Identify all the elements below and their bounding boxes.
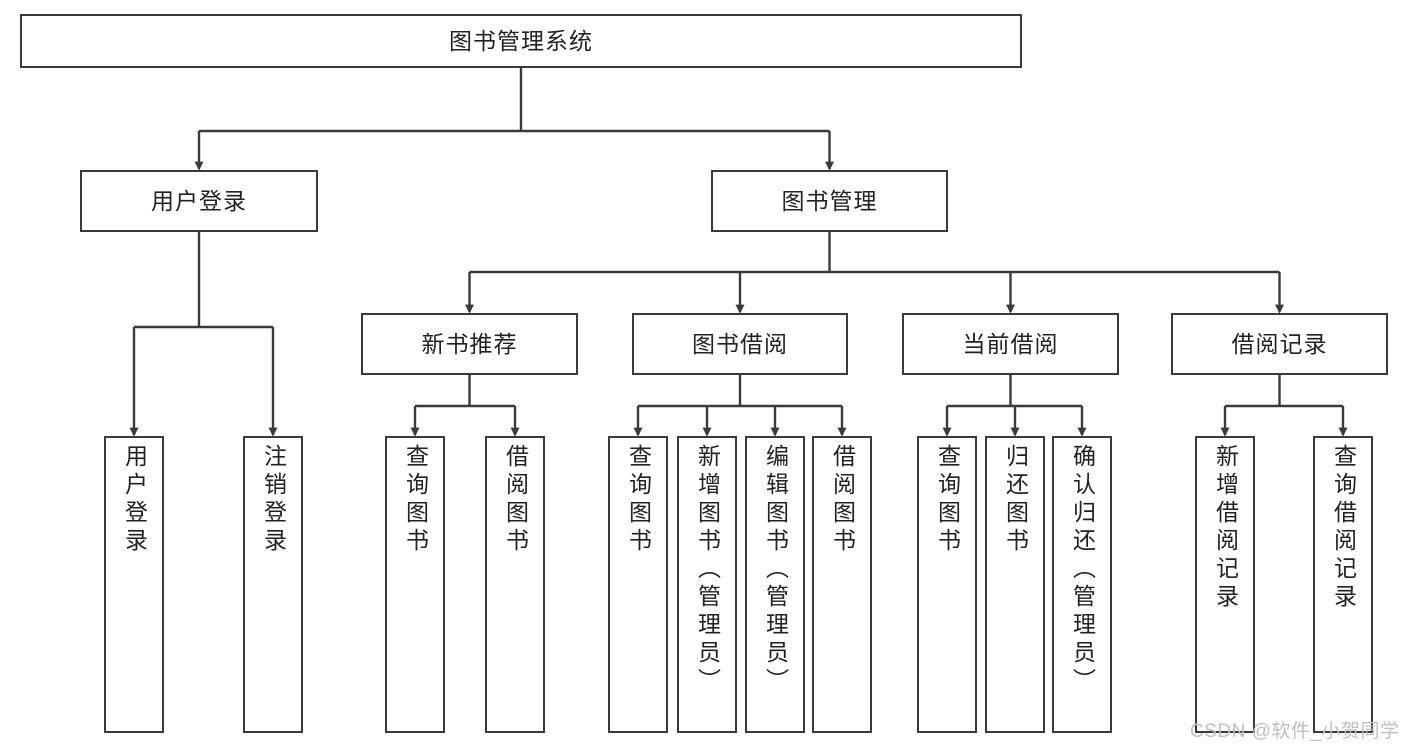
node-new-book-rec: 新书推荐 bbox=[361, 313, 578, 375]
node-label-leaf-br-add: 新增借阅记录 bbox=[1212, 444, 1239, 612]
node-label-user-login: 用户登录 bbox=[151, 187, 247, 214]
node-borrow-record: 借阅记录 bbox=[1171, 313, 1388, 375]
node-label-leaf-cb-query: 查询图书 bbox=[934, 444, 961, 556]
node-label-leaf-bb-add: 新增图书（管理员） bbox=[694, 444, 721, 696]
node-leaf-cb-return: 归还图书 bbox=[985, 436, 1045, 733]
node-label-leaf-cb-confirm: 确认归还（管理员） bbox=[1069, 444, 1096, 696]
node-leaf-user-logout: 注销登录 bbox=[243, 436, 303, 733]
node-label-leaf-rec-borrow: 借阅图书 bbox=[502, 444, 529, 556]
node-leaf-bb-borrow: 借阅图书 bbox=[812, 436, 872, 733]
node-leaf-rec-borrow: 借阅图书 bbox=[485, 436, 545, 733]
node-leaf-bb-query: 查询图书 bbox=[608, 436, 668, 733]
node-label-leaf-br-query: 查询借阅记录 bbox=[1330, 444, 1357, 612]
csdn-watermark: CSDN @软件_小贺同学 bbox=[1190, 721, 1400, 742]
node-current-borrow: 当前借阅 bbox=[902, 313, 1119, 375]
node-label-borrow-record: 借阅记录 bbox=[1231, 330, 1328, 357]
node-leaf-br-add: 新增借阅记录 bbox=[1195, 436, 1255, 733]
node-label-leaf-bb-borrow: 借阅图书 bbox=[829, 444, 856, 556]
node-label-current-borrow: 当前借阅 bbox=[962, 330, 1059, 357]
node-label-leaf-bb-edit: 编辑图书（管理员） bbox=[762, 444, 789, 696]
node-leaf-br-query: 查询借阅记录 bbox=[1313, 436, 1373, 733]
node-leaf-bb-edit: 编辑图书（管理员） bbox=[745, 436, 805, 733]
node-leaf-bb-add: 新增图书（管理员） bbox=[677, 436, 737, 733]
node-book-manage: 图书管理 bbox=[711, 170, 948, 232]
connector-lines bbox=[129, 68, 1348, 437]
node-leaf-rec-query: 查询图书 bbox=[385, 436, 445, 733]
node-label-leaf-rec-query: 查询图书 bbox=[402, 444, 429, 556]
node-root: 图书管理系统 bbox=[20, 14, 1022, 68]
node-label-leaf-cb-return: 归还图书 bbox=[1002, 444, 1029, 556]
node-leaf-cb-confirm: 确认归还（管理员） bbox=[1052, 436, 1112, 733]
node-label-new-book-rec: 新书推荐 bbox=[421, 330, 518, 357]
node-label-root: 图书管理系统 bbox=[449, 27, 593, 54]
node-user-login: 用户登录 bbox=[80, 170, 318, 232]
node-label-book-borrow: 图书借阅 bbox=[692, 330, 788, 357]
node-leaf-user-login: 用户登录 bbox=[104, 436, 164, 733]
node-label-leaf-bb-query: 查询图书 bbox=[625, 444, 652, 556]
node-label-leaf-user-login: 用户登录 bbox=[121, 444, 148, 556]
node-leaf-cb-query: 查询图书 bbox=[917, 436, 977, 733]
node-book-borrow: 图书借阅 bbox=[632, 313, 848, 375]
node-label-leaf-user-logout: 注销登录 bbox=[260, 444, 287, 556]
node-label-book-manage: 图书管理 bbox=[781, 187, 878, 214]
